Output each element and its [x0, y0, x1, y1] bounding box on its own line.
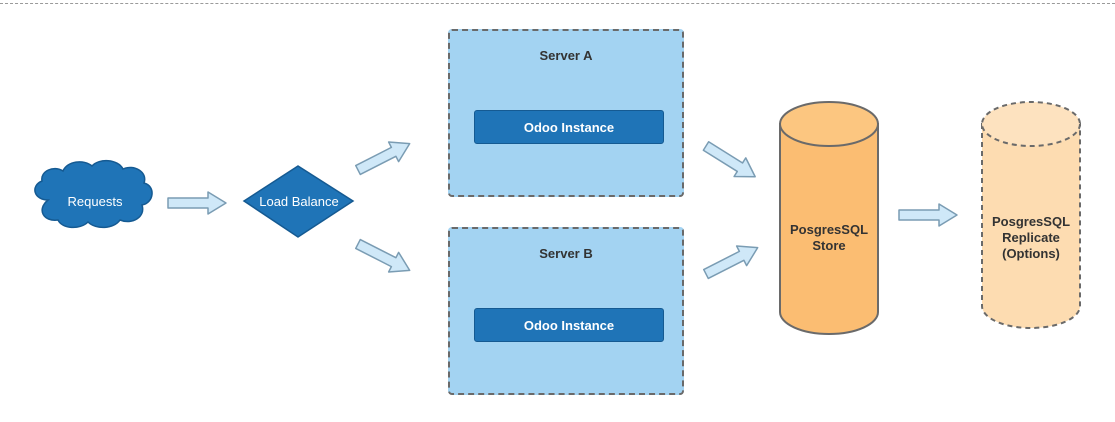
store-label-line2: Store	[812, 238, 846, 253]
load-balancer-label: Load Balance	[259, 194, 339, 209]
store-label: PosgresSQL Store	[780, 222, 878, 254]
server-a-odoo-instance: Odoo Instance	[474, 110, 664, 144]
server-b-odoo-instance: Odoo Instance	[474, 308, 664, 342]
top-dashed-rule	[0, 3, 1115, 4]
replicate-label-line2: Replicate	[1002, 230, 1060, 245]
server-b-title: Server B	[539, 246, 593, 261]
replicate-label-line1: PosgresSQL	[991, 214, 1071, 229]
store-cylinder	[779, 101, 879, 335]
replicate-label: PosgresSQL Replicate (Options)	[982, 214, 1080, 262]
server-a-title: Server A	[539, 48, 593, 63]
server-a-box: Server A Odoo Instance	[448, 29, 684, 197]
load-balancer-diamond	[242, 165, 355, 238]
server-b-box: Server B Odoo Instance	[448, 227, 684, 395]
requests-cloud	[34, 160, 153, 229]
requests-label: Requests	[67, 194, 123, 209]
replicate-cylinder	[981, 101, 1081, 329]
store-label-line1: PosgresSQL	[789, 222, 869, 237]
replicate-label-line3: (Options)	[1002, 246, 1060, 261]
